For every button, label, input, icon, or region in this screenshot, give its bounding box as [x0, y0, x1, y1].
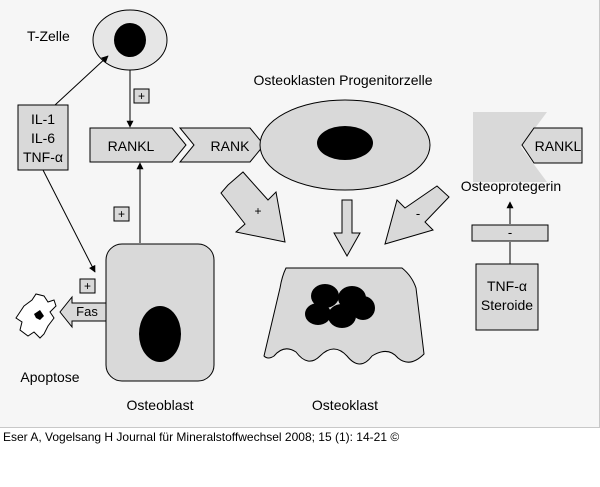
plus-box-tcell — [133, 88, 150, 104]
apoptotic-nucleus — [34, 310, 44, 320]
tnf-label: TNF-α — [487, 278, 527, 294]
diagram-canvas: T-Zelle IL-1 IL-6 TNF-α + RANKL RANK Ost… — [15, 9, 583, 413]
t-cell-nucleus — [114, 23, 146, 57]
apoptosis-label: Apoptose — [20, 369, 79, 385]
arrow-cytokines-to-tcell — [54, 55, 109, 106]
plus-tcell: + — [138, 89, 145, 103]
osteoclast-label: Osteoklast — [312, 397, 378, 413]
block-arrow-progenitor-to-osteoclast — [333, 199, 361, 258]
cytokine-tnf: TNF-α — [23, 149, 63, 165]
rank-shape — [178, 127, 265, 163]
rankl-left-label: RANKL — [108, 138, 155, 154]
minus-opg-arrow: - — [416, 206, 420, 221]
tnf-steroid-box — [475, 263, 539, 331]
plus-apoptosis: + — [84, 279, 91, 293]
rankl-left-shape — [89, 127, 187, 163]
fas-label: Fas — [76, 304, 98, 319]
rankl-right-label: RANKL — [535, 138, 582, 154]
rank-label: RANK — [211, 138, 251, 154]
osteoblast-label: Osteoblast — [127, 397, 194, 413]
plus-rank-arrow: + — [254, 204, 261, 218]
minus-bar — [471, 224, 549, 242]
cytokine-box — [17, 104, 69, 171]
block-arrow-rank-to-osteoclast — [220, 171, 286, 243]
progenitor-nucleus — [317, 126, 373, 160]
arrow-cytokines-to-apoptosis — [42, 169, 96, 273]
block-arrow-opg-to-osteoclast — [384, 185, 450, 245]
osteoblast-nucleus — [139, 306, 181, 362]
cytokine-il6: IL-6 — [31, 130, 55, 146]
fas-arrow — [59, 295, 107, 329]
plus-box-apoptosis — [79, 278, 96, 294]
osteoclast-nuclei — [305, 284, 375, 328]
plus-osteoblast: + — [118, 207, 125, 221]
osteoprotegerin-label: Osteoprotegerin — [461, 178, 561, 194]
plus-box-osteoblast — [113, 206, 130, 222]
cytokine-il1: IL-1 — [31, 111, 55, 127]
diagram-panel: T-Zelle IL-1 IL-6 TNF-α + RANKL RANK Ost… — [0, 0, 600, 428]
t-cell-label: T-Zelle — [27, 28, 70, 44]
rankl-right-shape — [521, 127, 583, 164]
figure-caption: Eser A, Vogelsang H Journal für Minerals… — [3, 430, 400, 444]
progenitor-label: Osteoklasten Progenitorzelle — [254, 72, 433, 88]
osteoprotegerin-shape — [473, 112, 547, 182]
minus-opg-box: - — [508, 225, 512, 240]
steroid-label: Steroide — [481, 297, 533, 313]
